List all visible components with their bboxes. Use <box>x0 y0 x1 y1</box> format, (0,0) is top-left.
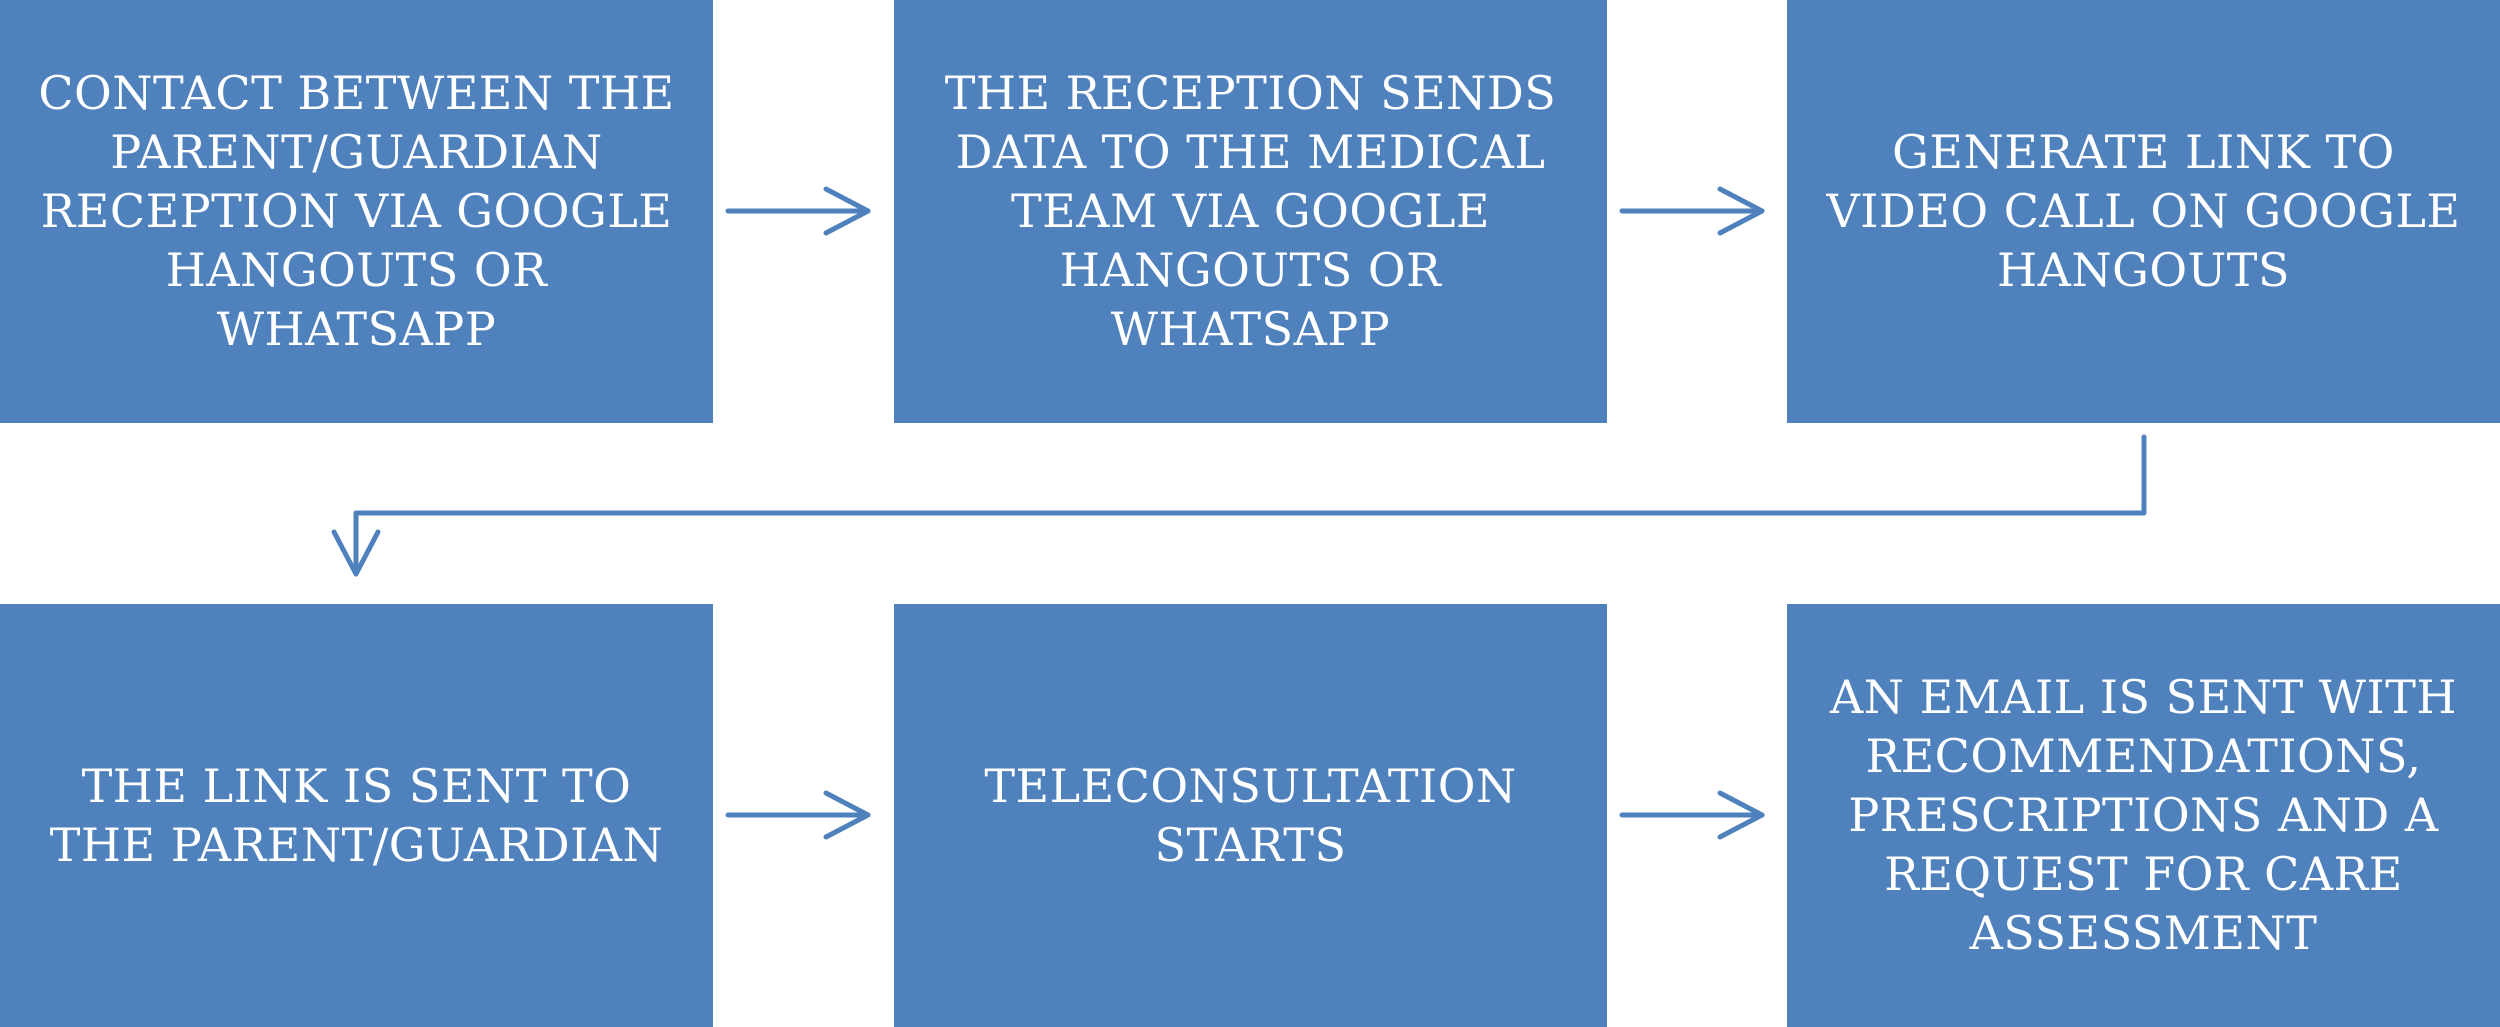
flow-step-text: THE LINK IS SENT TO THE PARENT/GUARDIAN <box>49 758 664 872</box>
arrow-right-icon <box>1619 790 1765 840</box>
flow-step-email-sent: AN EMAIL IS SENT WITH RECOMMENDATIONS, P… <box>1787 604 2500 1027</box>
arrow-right-icon <box>725 186 871 236</box>
flow-step-text: CONTACT BETWEEN THE PARENT/GUARDIAN RECE… <box>38 66 675 356</box>
flow-step-reception-sends-data: THE RECEPTION SENDS DATA TO THE MEDICAL … <box>894 0 1607 423</box>
arrow-right-icon <box>725 790 871 840</box>
flow-step-link-sent: THE LINK IS SENT TO THE PARENT/GUARDIAN <box>0 604 713 1027</box>
flow-step-text: TELECONSULTATION STARTS <box>984 758 1517 872</box>
arrow-right-icon <box>1619 186 1765 236</box>
flow-step-text: AN EMAIL IS SENT WITH RECOMMENDATIONS, P… <box>1829 670 2458 960</box>
flow-step-contact: CONTACT BETWEEN THE PARENT/GUARDIAN RECE… <box>0 0 713 423</box>
flow-step-generate-link: GENERATE LINK TO VIDEO CALL ON GOOGLE HA… <box>1787 0 2500 423</box>
flow-step-teleconsultation: TELECONSULTATION STARTS <box>894 604 1607 1027</box>
flow-step-text: THE RECEPTION SENDS DATA TO THE MEDICAL … <box>944 66 1557 356</box>
elbow-arrow-down-icon <box>331 434 2147 577</box>
flow-step-text: GENERATE LINK TO VIDEO CALL ON GOOGLE HA… <box>1826 125 2461 297</box>
